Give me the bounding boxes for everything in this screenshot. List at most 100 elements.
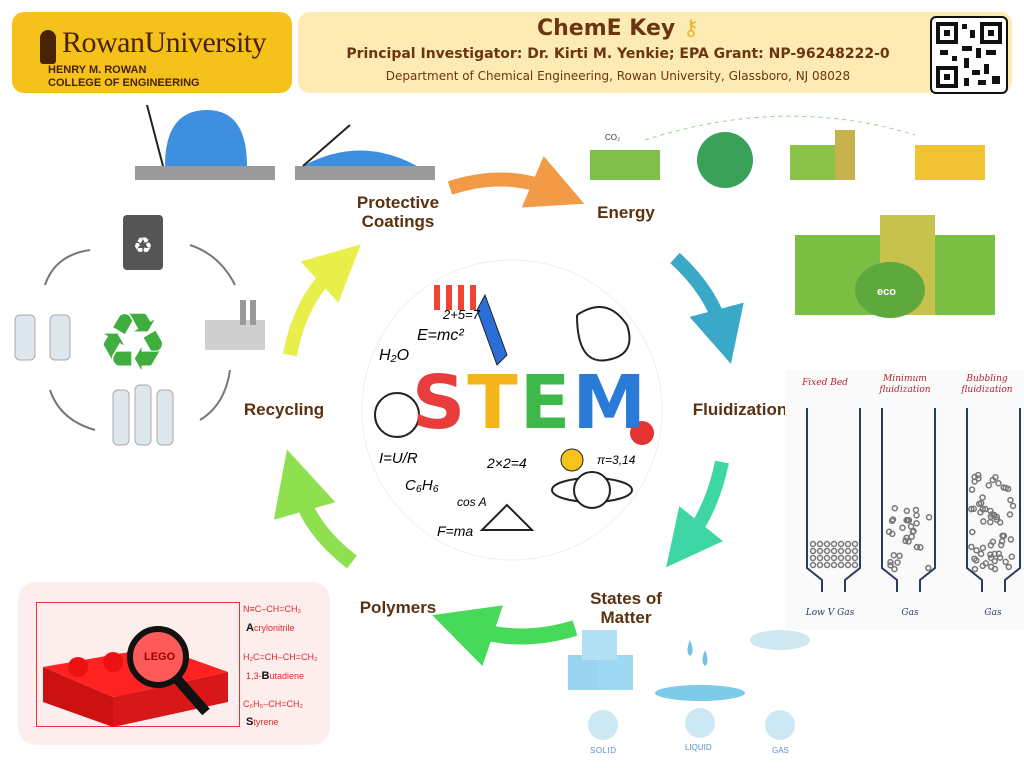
particle — [995, 550, 1003, 558]
lego-brick-illustration: LEGO — [43, 626, 228, 727]
particle — [904, 517, 911, 524]
lightbulb-icon — [560, 448, 584, 472]
topic-recycling: Recycling — [243, 400, 325, 419]
particle — [830, 561, 838, 569]
particle — [896, 552, 903, 560]
column-label: Fixed Bed — [802, 378, 848, 388]
formula: 2×2=4 — [487, 455, 527, 471]
department-line: Department of Chemical Engineering, Rowa… — [385, 69, 851, 83]
gas-label: Gas — [901, 608, 919, 618]
particle — [913, 512, 920, 519]
acrylonitrile-formula: N≡C–CH=CH₂ — [243, 604, 302, 614]
particle — [925, 514, 933, 521]
particle — [974, 471, 982, 479]
page-title: ChemE Key ⚷ — [298, 16, 938, 41]
particle — [844, 540, 852, 548]
butadiene-formula: H₂C=CH–CH=CH₂ — [243, 652, 318, 662]
formula: F=ma — [437, 523, 474, 539]
particle — [1007, 496, 1014, 504]
particle — [989, 538, 997, 546]
investigator-line: Principal Investigator: Dr. Kirti M. Yen… — [346, 46, 890, 62]
particle — [971, 478, 978, 485]
particle — [809, 554, 817, 562]
particle — [996, 554, 1004, 561]
particle — [1007, 536, 1015, 543]
recycle-symbol: ♻ — [133, 233, 153, 258]
recycle-bin-icon — [123, 215, 163, 270]
stem-doodle-circle: STEM 2+5=7 E=mc² H₂O I=U/R C₆H₆ 2×2=4 π=… — [357, 255, 667, 565]
particle — [979, 494, 986, 501]
particle — [890, 551, 898, 559]
particle — [968, 543, 975, 551]
co2-label: CO₂ — [605, 133, 620, 142]
qr-code[interactable] — [930, 16, 1008, 94]
particle — [1008, 553, 1016, 560]
column-label: Minimum fluidization — [879, 374, 931, 395]
title-text: ChemE Key — [536, 16, 676, 41]
particle — [830, 540, 838, 548]
particle — [991, 557, 999, 565]
particle — [809, 561, 817, 569]
project-info-banner: ChemE Key ⚷ Principal Investigator: Dr. … — [298, 12, 1012, 94]
column-label: Bubbling fluidization — [961, 374, 1013, 395]
particle — [844, 561, 852, 569]
arrow-recycling-to-coatings — [283, 244, 361, 357]
particle — [907, 523, 915, 530]
particle — [979, 544, 987, 552]
particle — [837, 561, 845, 569]
particle — [851, 540, 859, 548]
topic-protective-coatings: Protective Coatings — [356, 193, 440, 231]
rocket-icon — [476, 293, 508, 366]
torch-icon — [40, 30, 56, 64]
monomer-butadiene: 1,3-Butadiene — [246, 670, 305, 682]
monomer-acrylonitrile: Acrylonitrile — [246, 622, 295, 634]
arrow-polymers-to-recycling — [273, 449, 357, 569]
formula: C₆H₆ — [405, 477, 439, 494]
particle — [912, 506, 920, 514]
particle — [925, 564, 932, 572]
college-logo-banner: RowanUniversity HENRY M. ROWAN COLLEGE O… — [12, 12, 292, 93]
particle — [891, 565, 898, 573]
styrene-formula: C₆H₅–CH=CH₂ — [243, 699, 304, 709]
particle — [902, 537, 909, 545]
particle — [891, 505, 899, 512]
state-liquid: LIQUID — [685, 743, 712, 752]
particle — [973, 557, 980, 564]
particle — [889, 516, 897, 523]
particle — [998, 538, 1006, 545]
particle — [979, 505, 987, 513]
particle — [917, 544, 924, 551]
college-line1: HENRY M. ROWAN — [48, 64, 147, 76]
particle — [1002, 558, 1009, 566]
topic-polymers: Polymers — [359, 598, 437, 617]
particle — [913, 543, 921, 551]
particle — [999, 532, 1006, 539]
brain-icon — [576, 306, 631, 362]
particle — [1006, 511, 1014, 518]
particle — [987, 554, 995, 562]
particle — [816, 554, 824, 562]
arrow-coatings-to-energy — [447, 156, 585, 208]
gas-label: Low V Gas — [805, 608, 855, 618]
brick-text: LEGO — [144, 651, 176, 663]
prism-icon — [479, 503, 535, 531]
particle — [1009, 502, 1017, 510]
particle — [908, 533, 915, 540]
particle — [990, 511, 998, 519]
formula: 2+5=7 — [443, 307, 480, 322]
particle — [975, 500, 983, 508]
particle — [899, 524, 906, 532]
particle — [851, 547, 859, 555]
test-tubes-icon — [434, 285, 476, 310]
particle — [910, 527, 917, 535]
particle — [987, 518, 994, 526]
particle — [971, 565, 979, 573]
planet-icon — [573, 471, 611, 509]
particle — [830, 554, 838, 562]
particle — [837, 554, 845, 562]
particle — [844, 554, 852, 562]
state-gas: GAS — [772, 746, 789, 755]
key-icon: ⚷ — [682, 16, 700, 41]
particle — [977, 550, 985, 558]
particle — [823, 547, 831, 555]
